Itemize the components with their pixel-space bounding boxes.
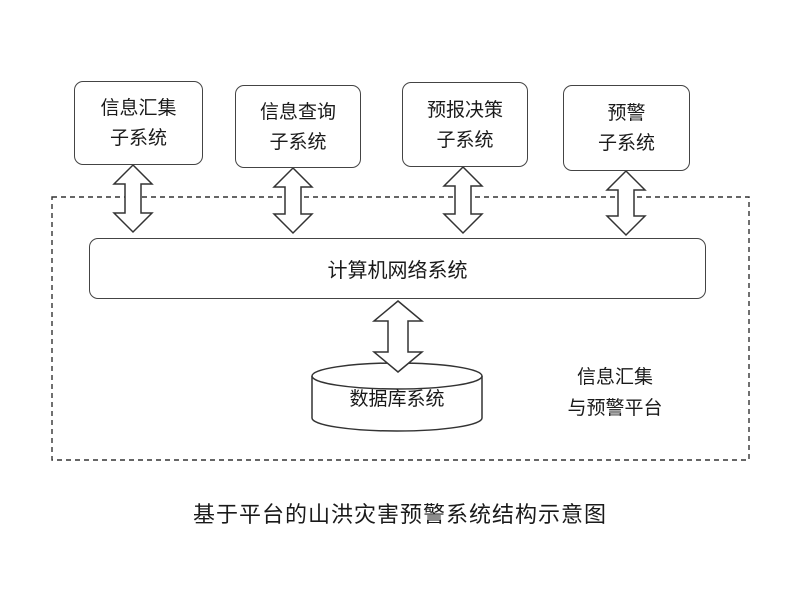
database-cylinder [311, 362, 483, 432]
double-arrow-4 [605, 169, 647, 237]
double-arrow-3 [442, 165, 484, 235]
subsystem-label-line1: 预报决策 [426, 98, 503, 121]
platform-label: 信息汇集 与预警平台 [530, 362, 700, 424]
double-arrow-2 [272, 166, 314, 235]
subsystem-label-line1: 信息汇集 [100, 97, 177, 119]
network-system-label: 计算机网络系统 [327, 258, 468, 282]
platform-label-line2: 与预警平台 [567, 397, 663, 419]
subsystem-box-forecast-decision: 预报决策 子系统 [402, 82, 528, 167]
subsystem-box-info-collection: 信息汇集 子系统 [74, 81, 203, 165]
subsystem-box-warning: 预警 子系统 [563, 85, 690, 171]
database-label: 数据库系统 [349, 388, 445, 410]
subsystem-label-line2: 子系统 [436, 128, 494, 151]
platform-label-line1: 信息汇集 [576, 366, 653, 388]
double-arrow-database [371, 300, 425, 373]
network-system-bar: 计算机网络系统 [89, 238, 706, 299]
subsystem-label-line2: 子系统 [109, 127, 167, 149]
subsystem-label-line1: 预警 [607, 102, 646, 124]
subsystem-label-line2: 子系统 [597, 132, 655, 154]
double-arrow-1 [112, 163, 154, 234]
subsystem-label-line2: 子系统 [269, 130, 327, 153]
diagram-caption: 基于平台的山洪灾害预警系统结构示意图 [192, 503, 607, 528]
platform-boundary [51, 196, 750, 461]
subsystem-box-info-query: 信息查询 子系统 [235, 85, 361, 168]
subsystem-label-line1: 信息查询 [259, 100, 336, 123]
